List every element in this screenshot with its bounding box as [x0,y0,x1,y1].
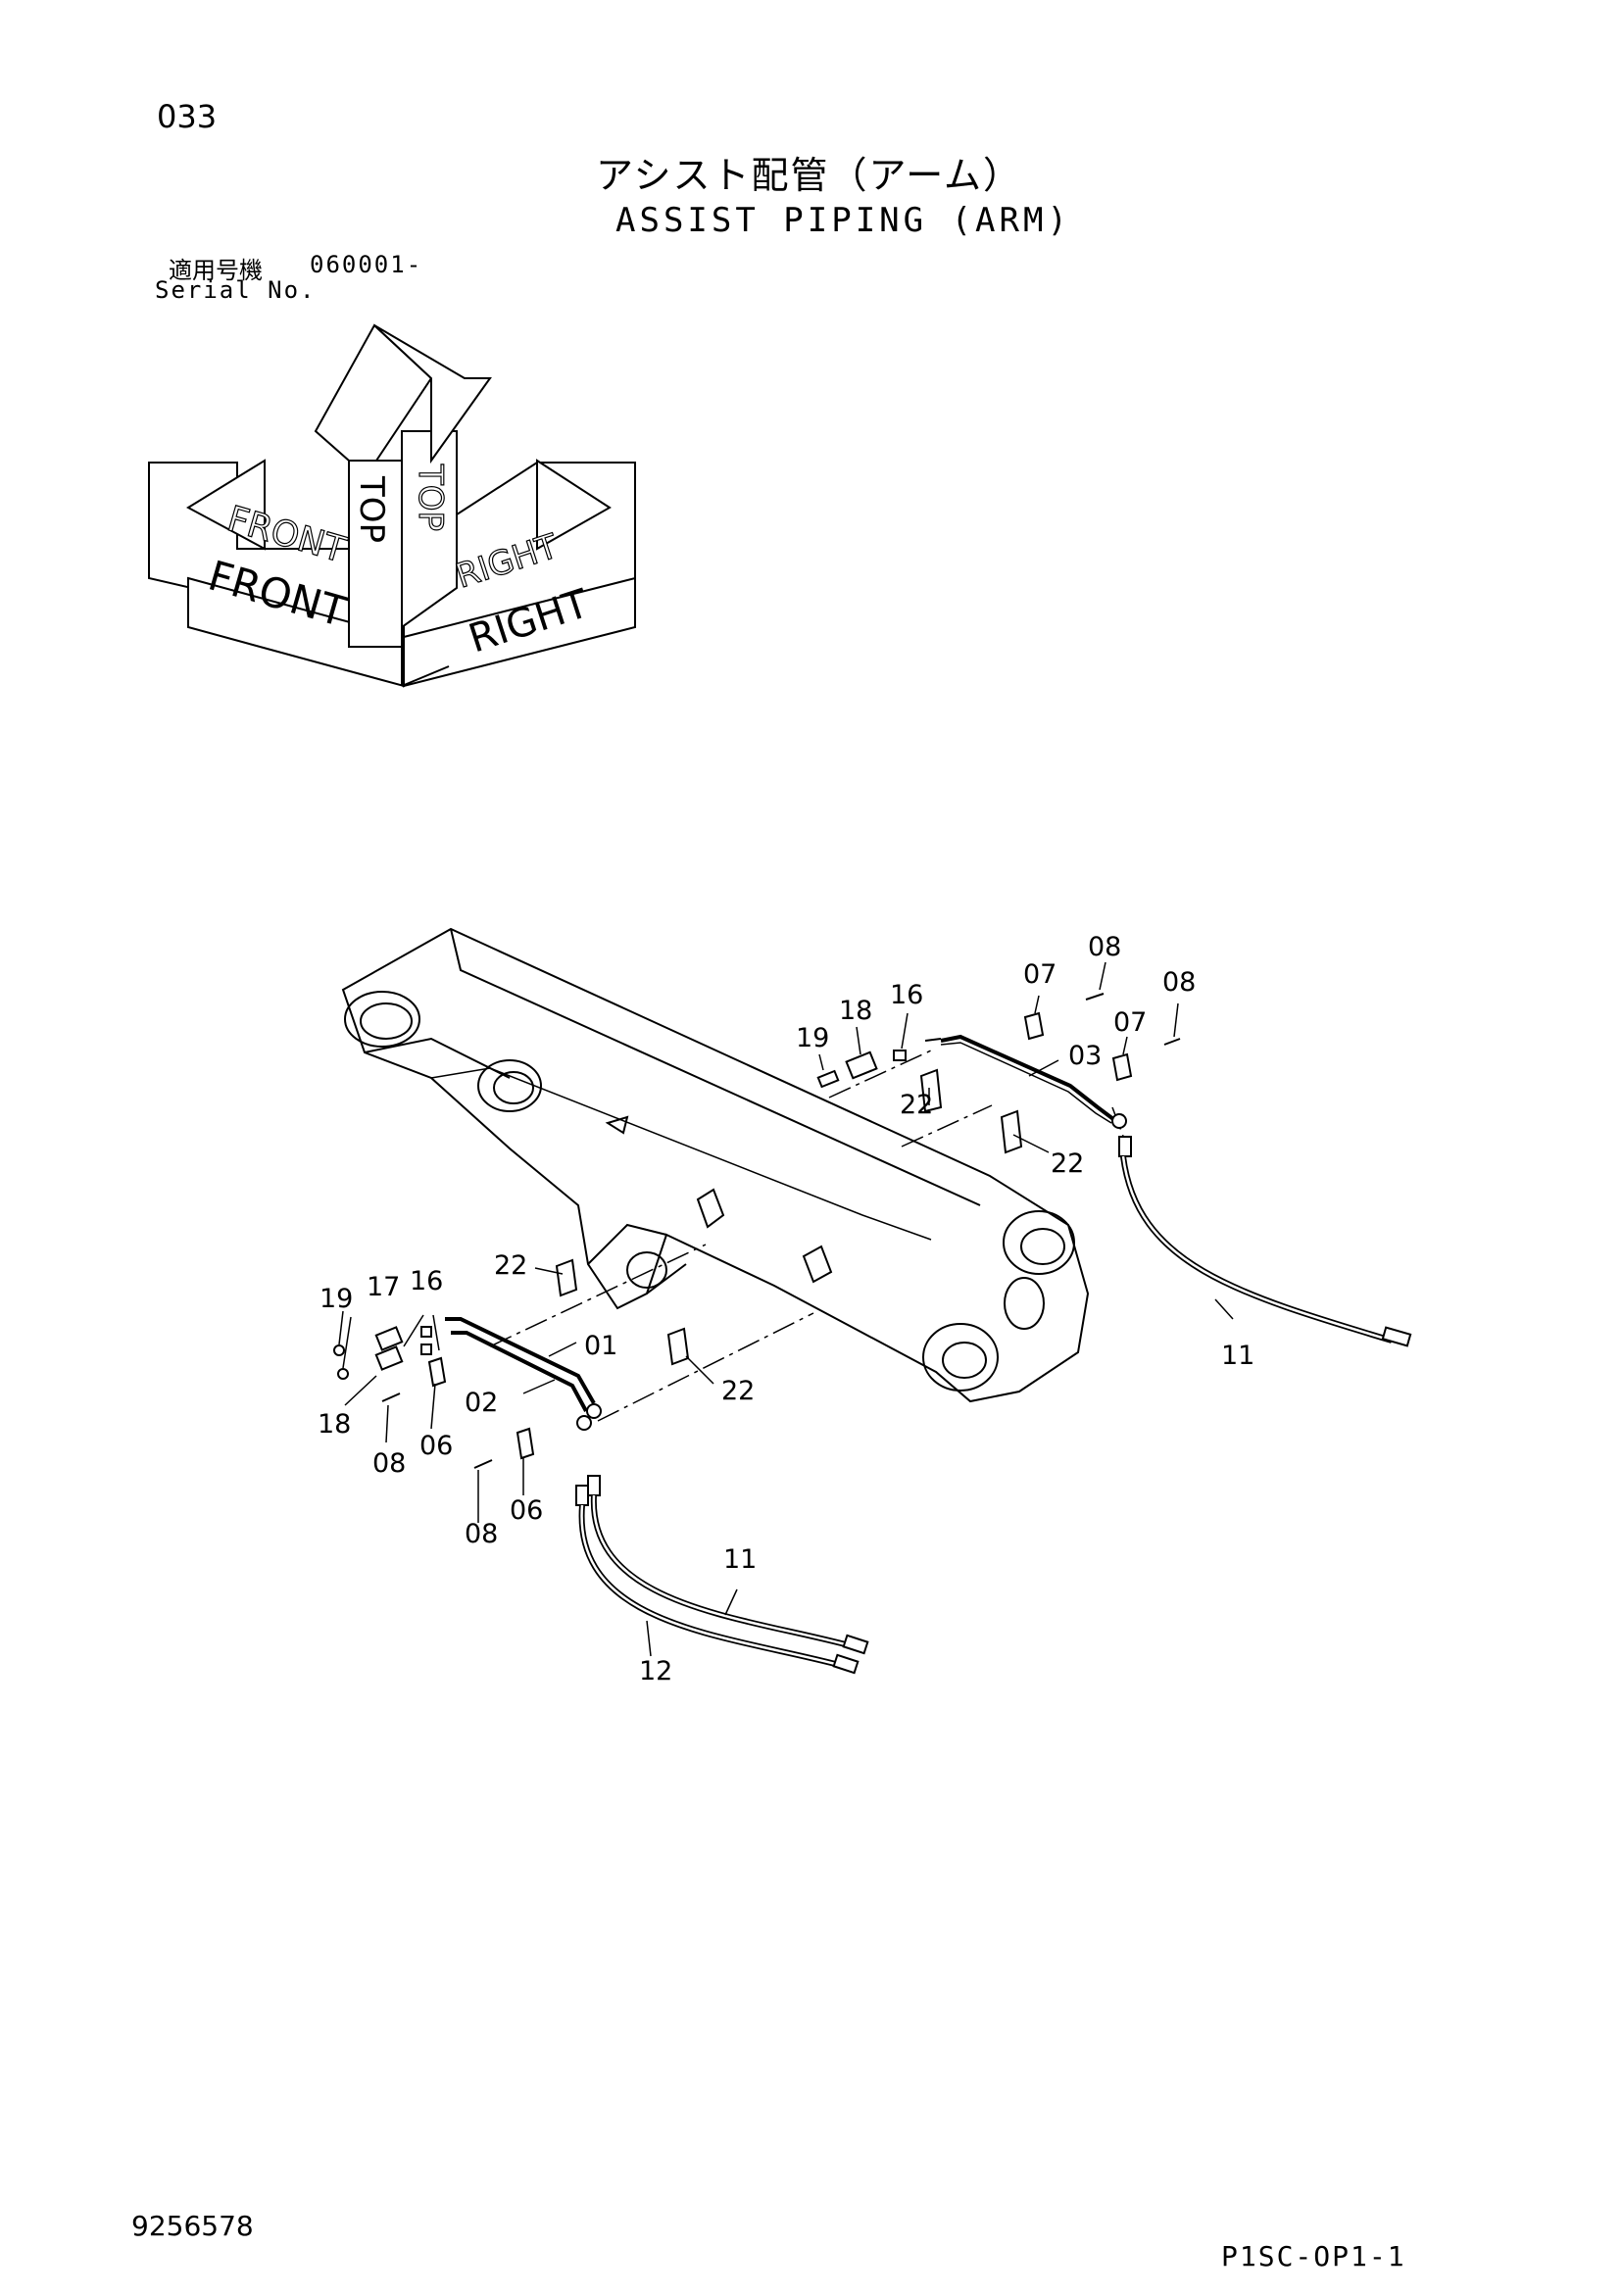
arm-body [341,927,1090,1403]
callout-22-upper-left: 22 [900,1090,933,1120]
upper-pipe-assembly [816,993,1181,1154]
applicable-machine-label: 適用号機 [169,257,263,284]
callout-06-lower-left: 06 [419,1431,453,1461]
callout-07-top: 07 [1023,959,1057,990]
orientation-top-label-shadow: TOP [411,464,450,531]
callout-19-lower: 19 [319,1284,353,1314]
callout-22-lower-right: 22 [721,1376,755,1406]
callout-11-right: 11 [1221,1341,1254,1371]
callout-08-top: 08 [1088,932,1121,962]
callout-06-lower: 06 [510,1495,543,1526]
callout-08-lower: 08 [465,1519,498,1549]
callout-11-lower: 11 [723,1544,757,1575]
callout-08-right: 08 [1162,967,1196,998]
serial-label: Serial No. [155,276,317,304]
orientation-top-label: TOP [352,475,391,543]
hose-right [1118,1136,1412,1347]
callout-02: 02 [465,1388,498,1418]
serial-range: 060001- [310,251,423,278]
callout-01: 01 [584,1331,617,1361]
callout-18-lower: 18 [318,1409,351,1440]
page-title-japanese: アシスト配管（アーム） [596,154,1023,197]
callout-03: 03 [1068,1041,1102,1071]
callout-leader-lines [338,961,1234,1657]
callout-19-top: 19 [796,1023,829,1053]
callout-18-top: 18 [839,996,872,1026]
callout-08-lower-left: 08 [372,1448,406,1479]
callout-07-right: 07 [1113,1007,1147,1038]
page-number: 033 [157,98,218,135]
orientation-indicator [148,323,636,688]
callout-12: 12 [639,1656,672,1686]
sheet-code: P1SC-OP1-1 [1221,2240,1406,2272]
page-title-english: ASSIST PIPING (ARM) [615,201,1071,240]
document-number: 9256578 [131,2210,254,2242]
callout-17: 17 [367,1272,400,1302]
part-callouts: 08 07 08 07 16 18 19 03 22 22 11 22 22 0… [318,932,1254,1686]
callout-22-lower-left: 22 [494,1250,527,1281]
lower-pipe-assembly [333,1258,690,1469]
callout-22-upper-right: 22 [1051,1148,1084,1179]
hoses-lower [575,1475,869,1675]
callout-16-lower: 16 [410,1266,443,1296]
callout-16-top: 16 [890,980,923,1010]
